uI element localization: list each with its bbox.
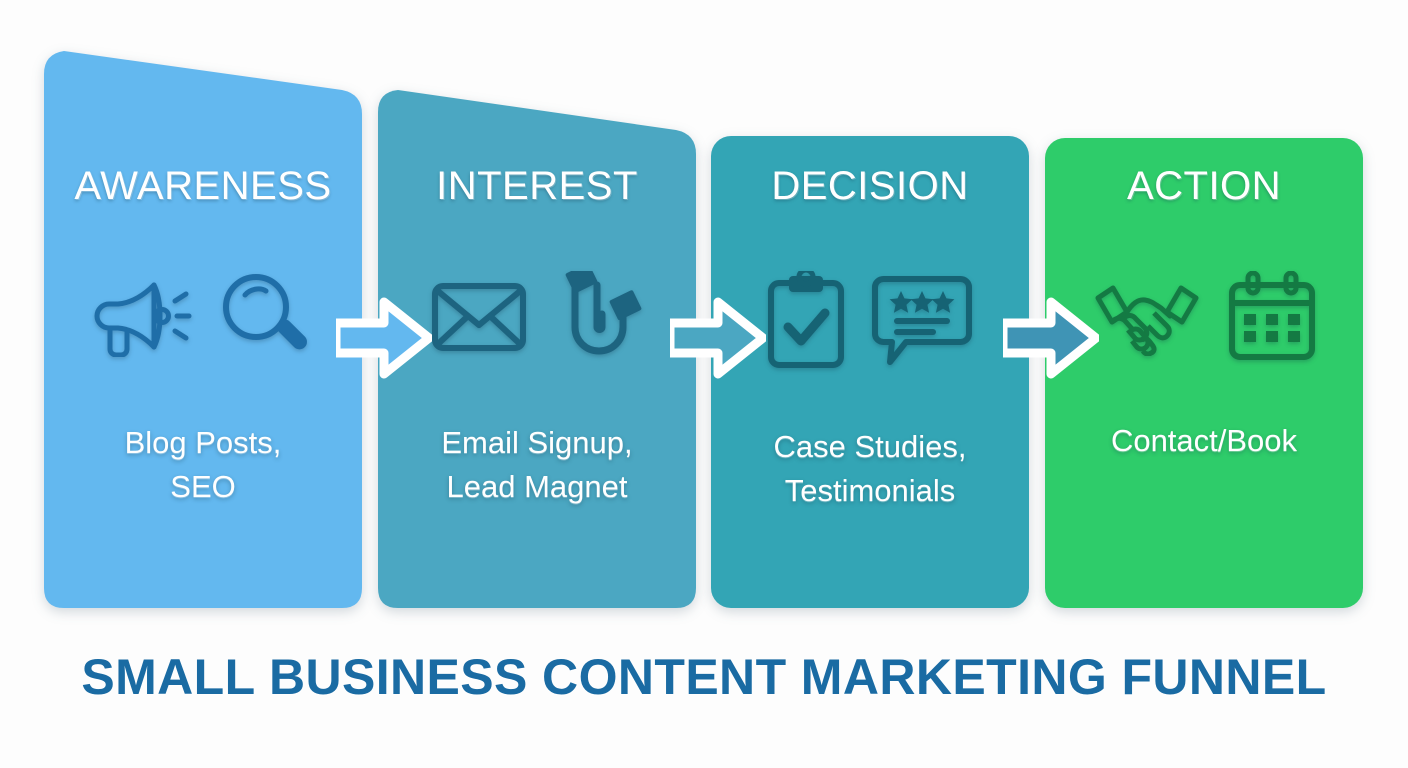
stage-shape-awareness bbox=[44, 46, 362, 608]
stage-shape-decision bbox=[711, 136, 1029, 608]
arrow-right-icon-decision-to-action bbox=[1003, 296, 1099, 380]
funnel-stage-row: AWARENESS bbox=[44, 46, 1363, 608]
arrow-right-icon-awareness-to-interest bbox=[336, 296, 432, 380]
stage-shape-action bbox=[1045, 138, 1363, 608]
stage-shape-interest bbox=[378, 86, 696, 608]
page-title: SMALL BUSINESS CONTENT MARKETING FUNNEL bbox=[81, 649, 1327, 705]
arrow-right-icon-interest-to-decision bbox=[670, 296, 766, 380]
stage-card-awareness[interactable]: AWARENESS bbox=[44, 46, 362, 608]
